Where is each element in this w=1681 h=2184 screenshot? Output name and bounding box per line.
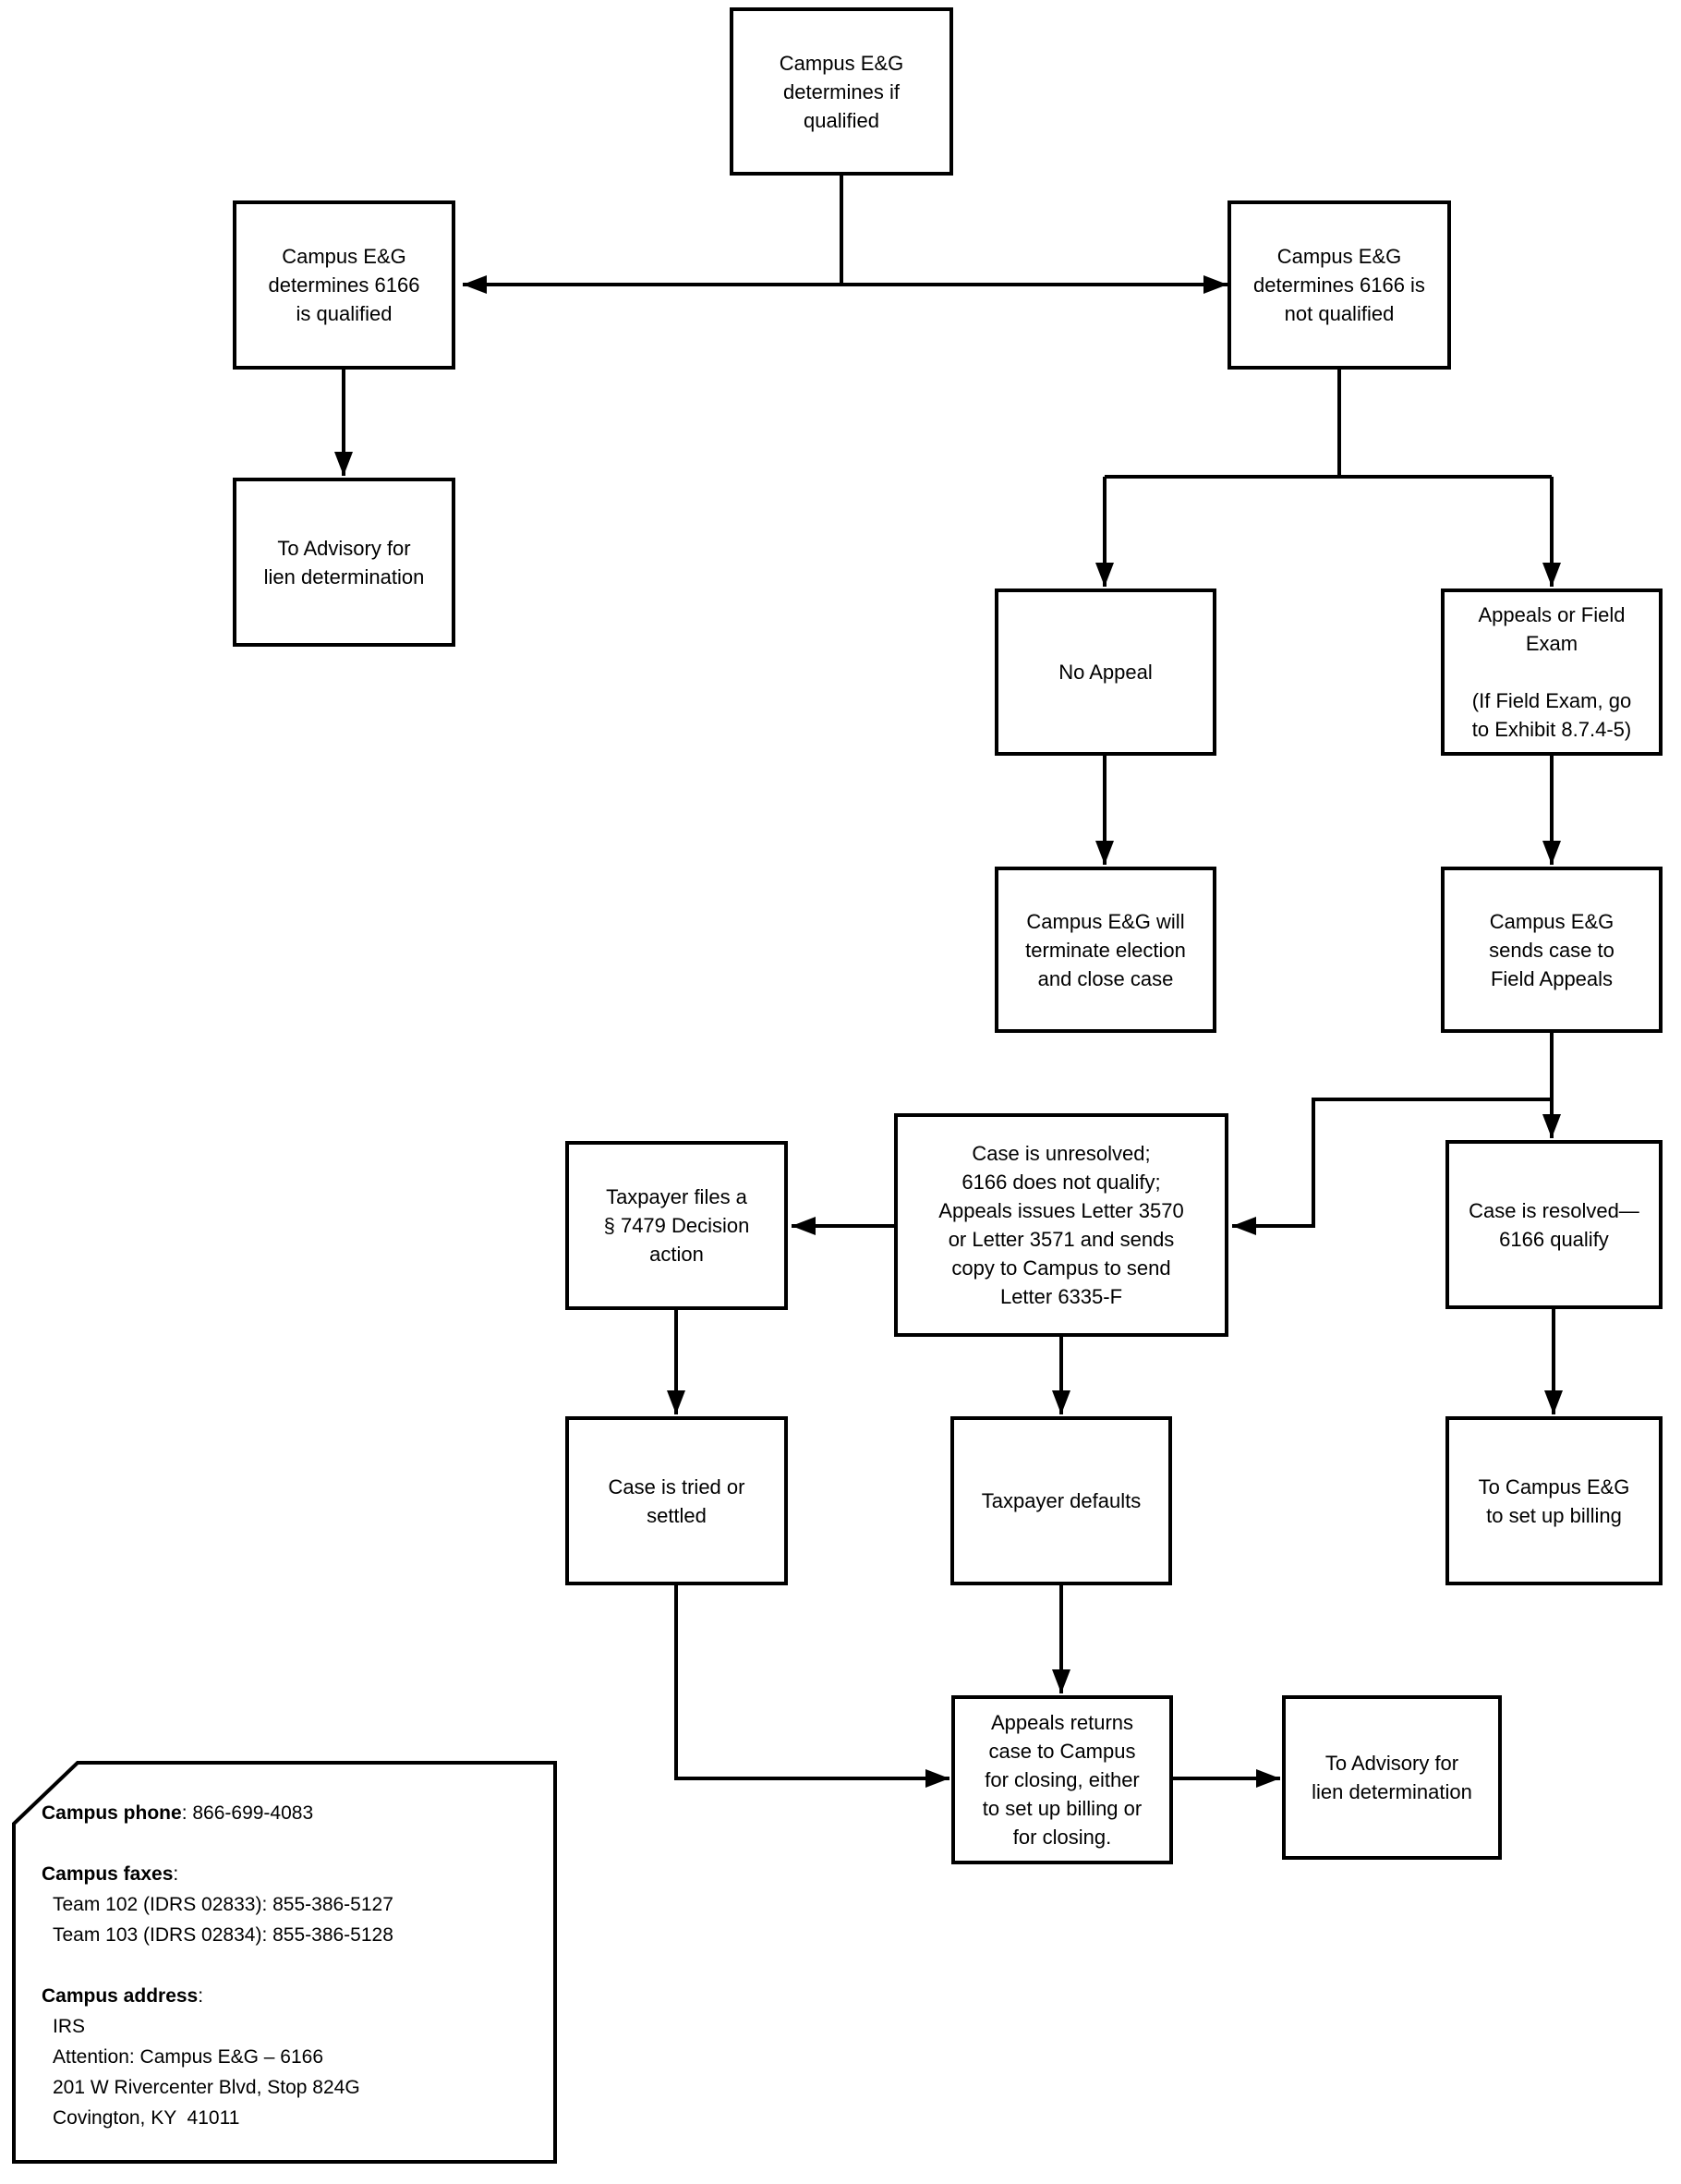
node-campus-set-up-billing: To Campus E&G to set up billing — [1445, 1416, 1663, 1585]
campus-address-line: 201 W Rivercenter Blvd, Stop 824G — [53, 2077, 360, 2098]
campus-info-box-outline — [12, 1761, 557, 2164]
connector-branch-unresolved — [1232, 1098, 1552, 1235]
node-taxpayer-defaults: Taxpayer defaults — [950, 1416, 1172, 1585]
campus-address-line: IRS — [53, 2016, 86, 2037]
campus-faxes-label-line: Campus faxes: — [42, 1859, 537, 1889]
campus-address-colon: : — [198, 1985, 204, 2007]
node-advisory-lien-determination-right: To Advisory for lien determination — [1282, 1695, 1502, 1860]
node-6166-not-qualified: Campus E&G determines 6166 is not qualif… — [1227, 200, 1451, 370]
campus-faxes-label: Campus faxes — [42, 1863, 174, 1885]
node-appeals-returns-case: Appeals returns case to Campus for closi… — [951, 1695, 1173, 1864]
node-taxpayer-files-7479: Taxpayer files a § 7479 Decision action — [565, 1141, 788, 1310]
campus-address-label: Campus address — [42, 1985, 199, 2007]
campus-faxes-colon: : — [173, 1863, 179, 1885]
node-case-resolved: Case is resolved— 6166 qualify — [1445, 1140, 1663, 1309]
node-sends-case-field-appeals: Campus E&G sends case to Field Appeals — [1441, 867, 1663, 1033]
node-advisory-lien-determination-left: To Advisory for lien determination — [233, 478, 455, 647]
info-spacer — [42, 1950, 537, 1981]
campus-info-box: Campus phone: 866-699-4083 Campus faxes:… — [14, 1763, 555, 2162]
campus-address-label-line: Campus address: — [42, 1981, 537, 2011]
node-case-tried-or-settled: Case is tried or settled — [565, 1416, 788, 1585]
campus-phone-value: : 866-699-4083 — [181, 1802, 314, 1824]
campus-phone-line: Campus phone: 866-699-4083 — [42, 1798, 537, 1828]
campus-fax-line: Team 103 (IDRS 02834): 855-386-5128 — [53, 1924, 393, 1946]
connector-lines — [334, 174, 1563, 1788]
node-no-appeal: No Appeal — [995, 588, 1216, 756]
node-appeals-or-field-exam: Appeals or Field Exam (If Field Exam, go… — [1441, 588, 1663, 756]
campus-address-line: Covington, KY 41011 — [53, 2107, 240, 2129]
campus-address-line: Attention: Campus E&G – 6166 — [53, 2046, 324, 2068]
campus-phone-label: Campus phone — [42, 1802, 182, 1824]
node-campus-determines-if-qualified: Campus E&G determines if qualified — [730, 7, 953, 176]
connector-tried-returns — [674, 1585, 949, 1788]
node-6166-is-qualified: Campus E&G determines 6166 is qualified — [233, 200, 455, 370]
node-case-unresolved: Case is unresolved; 6166 does not qualif… — [894, 1113, 1228, 1337]
campus-fax-line: Team 102 (IDRS 02833): 855-386-5127 — [53, 1894, 393, 1915]
node-terminate-election: Campus E&G will terminate election and c… — [995, 867, 1216, 1033]
info-spacer — [42, 1828, 537, 1859]
